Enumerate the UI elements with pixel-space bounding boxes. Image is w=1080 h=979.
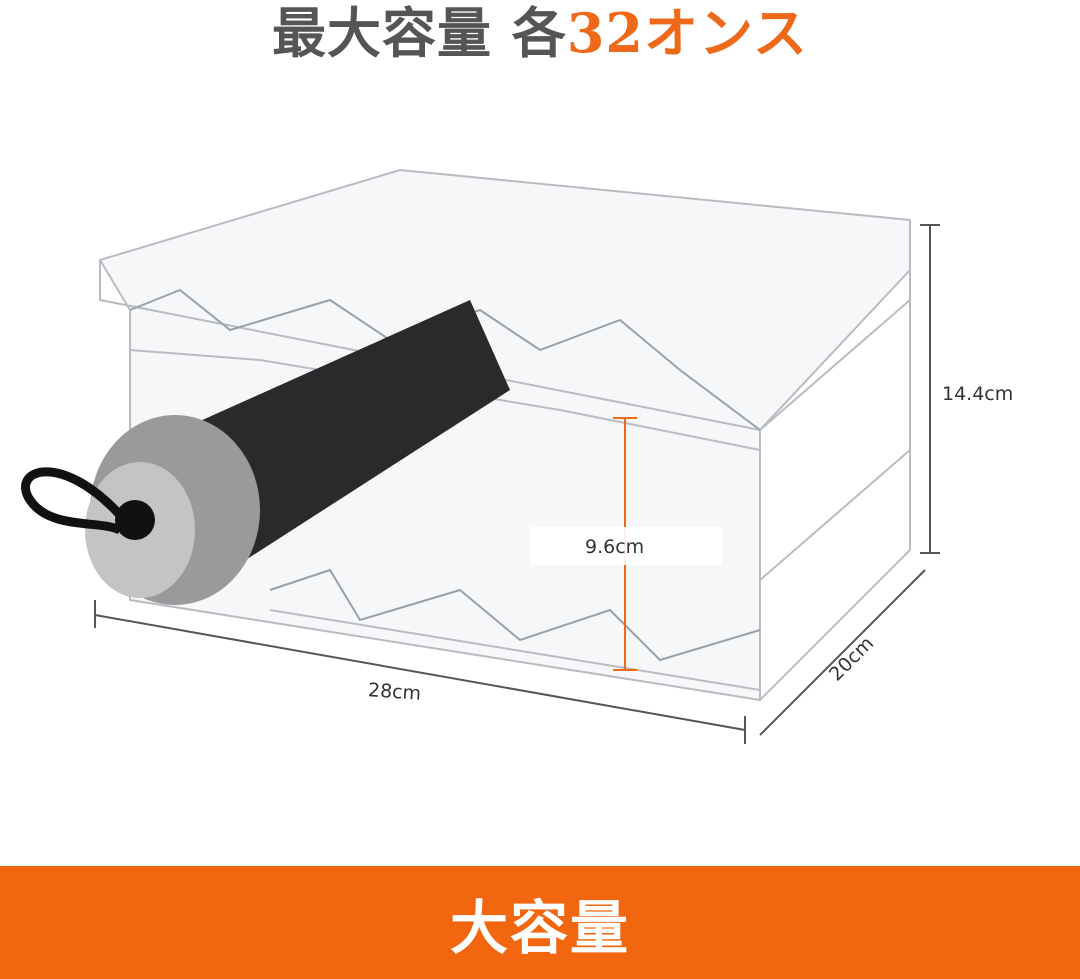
capacity-banner: 大容量 [0, 866, 1080, 979]
banner-label: 大容量 [449, 893, 630, 962]
headline-prefix: 最大容量 各 [272, 1, 567, 65]
dimension-lines [94, 224, 940, 744]
product-illustration [21, 168, 940, 744]
headline: 最大容量 各32オンス [0, 0, 1080, 66]
tier-gap-dimension: 9.6cm [585, 536, 645, 558]
bottle [21, 300, 510, 605]
width-dimension: 28cm [367, 679, 422, 705]
headline-highlight: 32オンス [566, 1, 808, 65]
height-dimension: 14.4cm [942, 383, 1014, 405]
